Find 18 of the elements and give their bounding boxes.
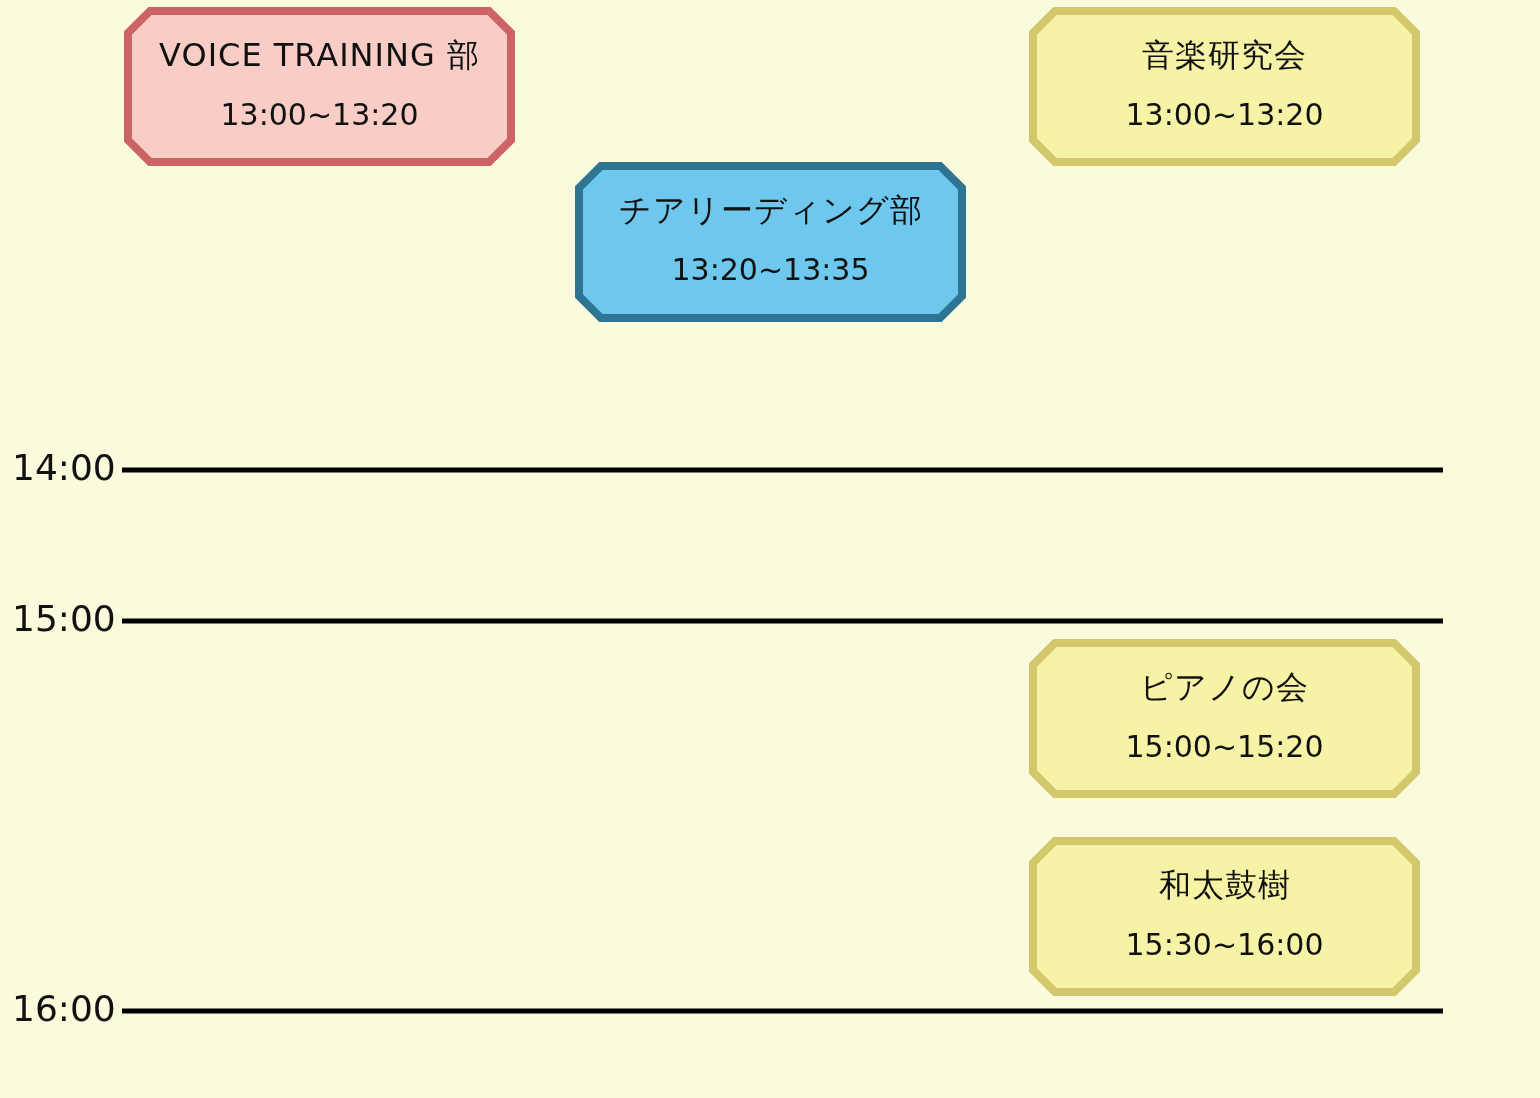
event-card (1029, 7, 1420, 166)
event-card (1029, 837, 1420, 996)
event-name: チアリーディング部 (618, 190, 923, 230)
event-time: 13:00~13:20 (1125, 96, 1324, 134)
event-card (1029, 639, 1420, 798)
time-label: 15:00 (12, 597, 116, 641)
event-name: 和太鼓樹 (1158, 865, 1291, 905)
event-time: 15:00~15:20 (1125, 728, 1324, 766)
event-name: 音楽研究会 (1142, 35, 1307, 75)
event-time: 13:00~13:20 (220, 96, 419, 134)
time-label: 16:00 (12, 987, 116, 1031)
event-time: 15:30~16:00 (1125, 926, 1324, 964)
time-label: 14:00 (12, 446, 116, 490)
event-time: 13:20~13:35 (671, 251, 870, 289)
event-name: VOICE TRAINING 部 (159, 35, 480, 75)
event-name: ピアノの会 (1140, 667, 1309, 707)
event-card (575, 162, 966, 322)
event-card (124, 7, 515, 166)
